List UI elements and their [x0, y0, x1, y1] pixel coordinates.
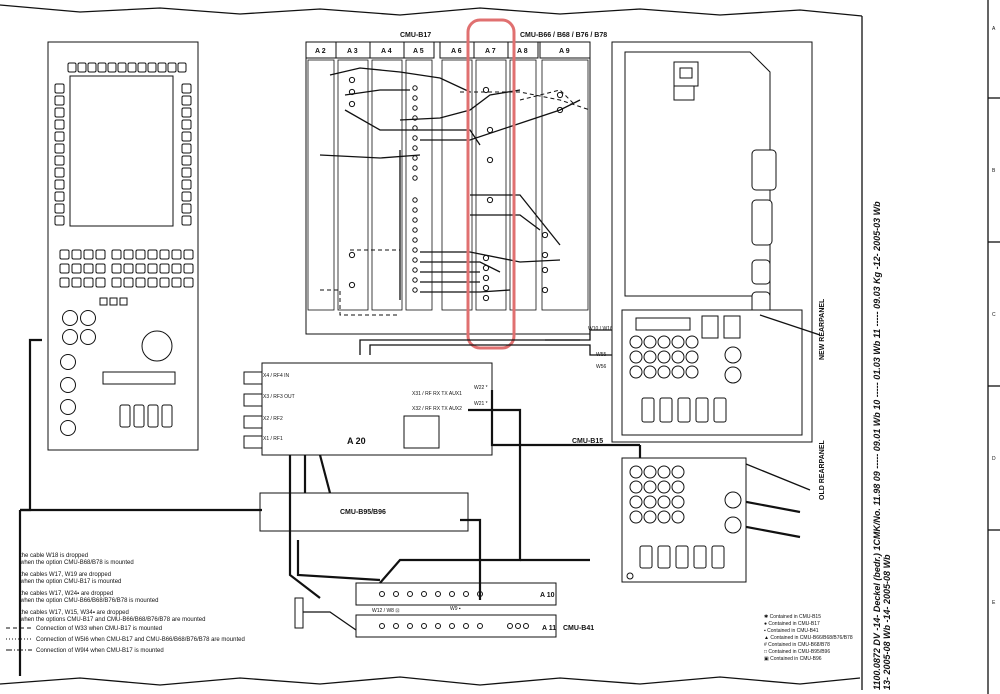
label-new-rearpanel: NEW REARPANEL — [819, 298, 826, 360]
module-a11 — [355, 614, 557, 638]
note-1b: when the option CMU-B68/B78 is mounted — [19, 560, 134, 566]
margin-letter-a: A — [992, 26, 996, 32]
module-a10 — [355, 582, 557, 606]
margin-letter-d: D — [992, 456, 996, 462]
note-3a: the cables W17, W24▪ are dropped — [20, 591, 113, 597]
module-a20 — [261, 362, 493, 456]
legend-4: ▲ Contained in CMU-B66/B68/B76/B78 — [764, 635, 853, 641]
label-a10: A 10 — [540, 592, 555, 599]
label-a11: A 11 — [542, 625, 556, 632]
label-cmu-b17: CMU-B17 — [400, 32, 431, 39]
rack-wiring — [319, 67, 591, 316]
legend-5: # Contained in CMU-B68/B78 — [764, 642, 830, 648]
label-cmu-b95: CMU-B95/B96 — [340, 509, 386, 516]
slot-label: A 4 — [381, 48, 392, 55]
note-4a: the cables W17, W15, W34▪ are dropped — [20, 610, 129, 616]
slot-label: A 7 — [485, 48, 496, 55]
label-a20: A 20 — [347, 436, 366, 446]
connection-1: Connection of W33 when CMU-B17 is mounte… — [36, 626, 162, 632]
label-cmu-b66: CMU-B66 / B68 / B76 / B78 — [520, 32, 607, 39]
note-1a: the cable W18 is dropped — [20, 553, 88, 559]
old-panel-ports — [626, 465, 742, 580]
slot-label: A 5 — [413, 48, 424, 55]
label-cmu-b41: CMU-B41 — [563, 625, 594, 632]
bottom-tear-edge — [0, 676, 861, 686]
front-panel — [47, 41, 199, 451]
legend: ✱ Contained in CMU-B15 ● Contained in CM… — [764, 614, 853, 662]
note-2a: the cables W17, W19 are dropped — [20, 572, 111, 578]
slot-header — [539, 41, 591, 59]
slot-label: A 6 — [451, 48, 462, 55]
margin-letter-c: C — [992, 312, 996, 318]
thick-cables — [18, 329, 801, 676]
legend-3: ▪ Contained in CMU-B41 — [764, 628, 819, 634]
slot-header — [403, 41, 435, 59]
legend-2: ● Contained in CMU-B17 — [764, 621, 820, 627]
rotary-knob — [141, 330, 173, 362]
slot-label: A 9 — [559, 48, 570, 55]
front-port-x4: X4 / RF4 IN — [263, 373, 290, 379]
wire-w56: W56 — [596, 364, 607, 370]
front-port-x3: X3 / RF3 OUT — [263, 394, 295, 400]
wire-w21: W21 * — [474, 401, 488, 407]
legend-7: ▣ Contained in CMU-B96 — [764, 656, 822, 662]
wire-w22: W22 * — [474, 385, 488, 391]
front-softkeys — [54, 62, 194, 306]
note-3b: when the option CMU-B66/B68/B76/B78 is m… — [19, 598, 158, 604]
wire-w12: W12 / W8 ⊡ — [372, 608, 400, 614]
revision-line-2: 13- 2005-08 Wb -14- 2005-08 Wb — [882, 554, 892, 690]
front-port-x2: X2 / RF2 — [263, 416, 283, 422]
margin-letter-b: B — [992, 168, 996, 174]
front-connectors — [60, 310, 173, 436]
label-cmu-b15: CMU-B15 — [572, 438, 603, 445]
a20-port-aux2: X32 / RF RX TX AUX2 — [412, 406, 462, 412]
slot-label: A 2 — [315, 48, 326, 55]
top-tear-edge — [0, 4, 863, 17]
label-old-rearpanel: OLD REARPANEL — [819, 440, 826, 500]
front-slot — [102, 371, 176, 385]
legend-6: □ Contained in CMU-B95/B96 — [764, 649, 830, 655]
front-display — [69, 75, 174, 227]
slot-a7-highlight — [466, 18, 516, 350]
wire-w9: W9 ▪ — [450, 606, 461, 612]
legend-1: ✱ Contained in CMU-B15 — [764, 614, 821, 620]
connection-3: Connection of W9I4 when CMU-B17 is mount… — [36, 648, 164, 654]
slot-label: A 3 — [347, 48, 358, 55]
connection-2: Connection of W5I6 when CMU-B17 and CMU-… — [36, 637, 245, 643]
new-panel-ports — [629, 335, 742, 423]
wire-w10: W10 / W16 # — [588, 326, 617, 332]
front-port-x1: X1 / RF1 — [263, 436, 283, 442]
revision-line-1: 1100.0872 DV -14- Deckel (bedr.) 1CMK/No… — [872, 201, 882, 690]
wire-w55: W55 — [596, 352, 607, 358]
a20-front-ports — [243, 371, 263, 449]
slot-label: A 8 — [517, 48, 528, 55]
revision-strip: 1100.0872 DV -14- Deckel (bedr.) 1CMK/No… — [872, 201, 892, 690]
margin-letter-e: E — [992, 600, 996, 606]
note-2b: when the option CMU-B17 is mounted — [19, 579, 121, 585]
a20-port-aux1: X31 / RF RX TX AUX1 — [412, 391, 462, 397]
module-cmu-b95 — [259, 492, 469, 532]
rack-slots: A 2 A 3 A 4 A 5 A 6 A 7 A 8 A 9 — [305, 41, 591, 311]
note-4b: when the options CMU-B17 and CMU-B66/B68… — [19, 617, 205, 623]
notes: the cable W18 is dropped when the option… — [6, 553, 245, 654]
